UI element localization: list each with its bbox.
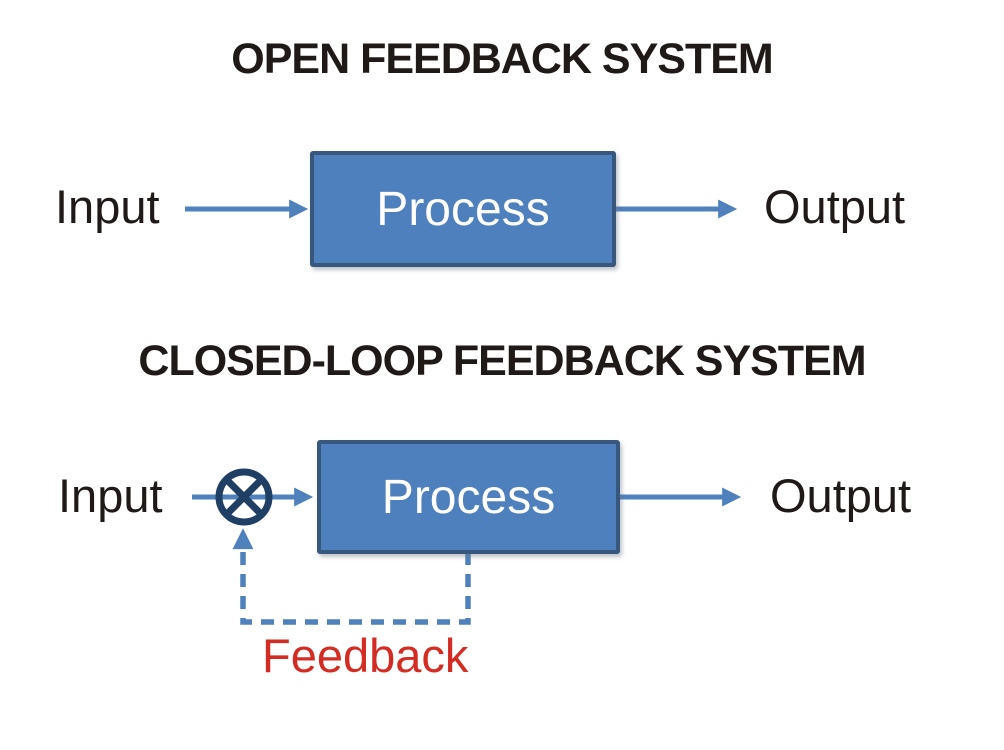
open-process-label: Process <box>376 182 550 236</box>
feedback-label: Feedback <box>262 629 469 682</box>
open-process-box: Process <box>310 151 616 267</box>
closed-system-title: CLOSED-LOOP FEEDBACK SYSTEM <box>138 337 866 385</box>
feedback-dashed-arrow <box>232 528 471 625</box>
open-output-label: Output <box>764 180 906 233</box>
open-input-label: Input <box>55 180 160 233</box>
closed-process-box: Process <box>317 440 620 554</box>
closed-process-label: Process <box>381 470 556 524</box>
open-system-title: OPEN FEEDBACK SYSTEM <box>231 35 773 83</box>
closed-input-label: Input <box>58 469 163 522</box>
summing-junction-icon <box>215 468 273 526</box>
closed-output-label: Output <box>770 469 912 522</box>
